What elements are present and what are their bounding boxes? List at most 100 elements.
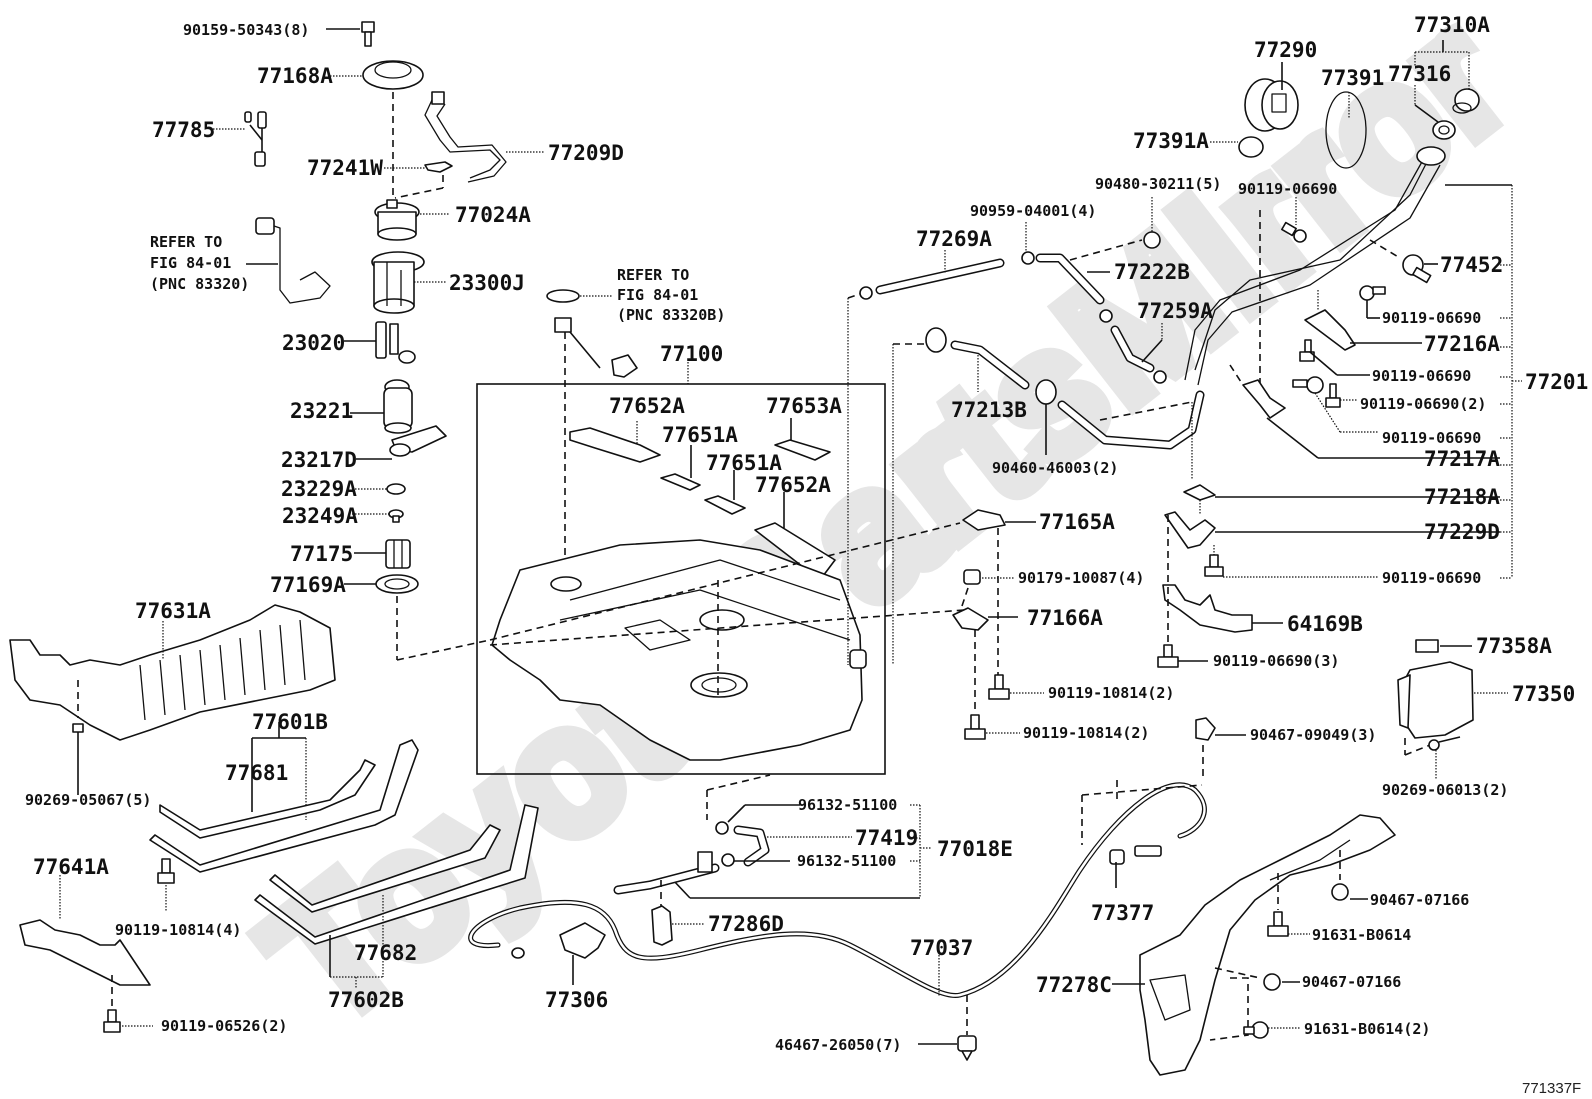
- part-label[interactable]: 77169A: [270, 573, 346, 597]
- part-label[interactable]: 77651A: [706, 451, 782, 475]
- part-label[interactable]: 90480-30211(5): [1095, 175, 1221, 193]
- part-label[interactable]: 77100: [660, 342, 723, 366]
- part-label[interactable]: 23229A: [281, 477, 357, 501]
- part-labels: 90159-50343(8) 77168A 77785 77241W 77209…: [25, 13, 1588, 1054]
- part-label[interactable]: 46467-26050(7): [775, 1036, 901, 1054]
- pad-icon: [569, 427, 661, 463]
- part-label[interactable]: 77168A: [257, 64, 333, 88]
- bolt-icon: [103, 1009, 121, 1033]
- part-label[interactable]: 90467-07166: [1370, 891, 1469, 909]
- part-label[interactable]: 77631A: [135, 599, 211, 623]
- part-label[interactable]: 23217D: [281, 448, 357, 472]
- part-label[interactable]: 77222B: [1114, 260, 1190, 284]
- part-label[interactable]: 77201: [1525, 370, 1588, 394]
- part-label[interactable]: 64169B: [1287, 612, 1363, 636]
- part-label[interactable]: 90460-46003(2): [992, 459, 1118, 477]
- part-label[interactable]: 77350: [1512, 682, 1575, 706]
- part-label[interactable]: 77229D: [1424, 520, 1500, 544]
- part-label[interactable]: 23300J: [449, 271, 525, 295]
- fuel-pump-icon: [383, 379, 413, 434]
- part-label[interactable]: 77310A: [1414, 13, 1490, 37]
- part-label[interactable]: 77175: [290, 542, 353, 566]
- pipe-clamp-icon: [1402, 254, 1432, 284]
- part-label[interactable]: 77306: [545, 988, 608, 1012]
- part-label[interactable]: 90119-06690: [1238, 180, 1337, 198]
- bolt-icon: [988, 674, 1010, 700]
- part-label[interactable]: 77316: [1388, 62, 1451, 86]
- part-label[interactable]: 91631-B0614: [1312, 926, 1411, 944]
- part-label[interactable]: 90119-06690: [1372, 367, 1471, 385]
- part-label[interactable]: 90119-06690: [1382, 429, 1481, 447]
- part-label[interactable]: 77377: [1091, 901, 1154, 925]
- part-label[interactable]: 90119-10814(4): [115, 921, 241, 939]
- part-label[interactable]: 77024A: [455, 203, 531, 227]
- part-label[interactable]: 90269-05067(5): [25, 791, 151, 809]
- part-label[interactable]: 90119-10814(2): [1023, 724, 1149, 742]
- fuel-filter-icon: [374, 199, 420, 241]
- part-label[interactable]: 77601B: [252, 710, 328, 734]
- part-label[interactable]: 77290: [1254, 38, 1317, 62]
- protector-and-bands: [9, 604, 539, 1033]
- part-label[interactable]: 23249A: [282, 504, 358, 528]
- part-label[interactable]: 77213B: [951, 398, 1027, 422]
- part-label[interactable]: 77785: [152, 118, 215, 142]
- screw-icon: [1428, 736, 1461, 751]
- part-label[interactable]: 77166A: [1027, 606, 1103, 630]
- part-label[interactable]: 90119-06690: [1382, 569, 1481, 587]
- part-label[interactable]: 77286D: [708, 912, 784, 936]
- part-label[interactable]: 90119-06690(3): [1213, 652, 1339, 670]
- part-label[interactable]: 77651A: [662, 423, 738, 447]
- part-label[interactable]: 77209D: [548, 141, 624, 165]
- refer-note-line: REFER TO: [617, 266, 689, 284]
- part-label[interactable]: 77681: [225, 761, 288, 785]
- part-label[interactable]: 77241W: [307, 156, 383, 180]
- part-label[interactable]: 77269A: [916, 227, 992, 251]
- part-label[interactable]: 77602B: [328, 988, 404, 1012]
- part-label[interactable]: 90467-07166: [1302, 973, 1401, 991]
- part-label[interactable]: 77419: [855, 826, 918, 850]
- part-label[interactable]: 77641A: [33, 855, 109, 879]
- part-label[interactable]: 77358A: [1476, 634, 1552, 658]
- part-label[interactable]: 77653A: [766, 394, 842, 418]
- tank-band-icon: [254, 804, 539, 945]
- o-ring-icon: [1238, 136, 1264, 158]
- hose-clamp-icon: [721, 853, 735, 867]
- part-label[interactable]: 90467-09049(3): [1250, 726, 1376, 744]
- mount-bracket-icon: [952, 607, 989, 631]
- part-label[interactable]: 77018E: [937, 837, 1013, 861]
- part-label[interactable]: 23020: [282, 331, 345, 355]
- part-label[interactable]: 96132-51100: [798, 796, 897, 814]
- hose-clamp-icon: [1035, 379, 1057, 405]
- part-label[interactable]: 90119-06690(2): [1360, 395, 1486, 413]
- bolt-icon: [361, 21, 375, 47]
- tank-band-icon: [149, 739, 419, 873]
- part-label[interactable]: 77278C: [1036, 973, 1112, 997]
- nut-icon: [963, 569, 981, 585]
- part-label[interactable]: 77218A: [1424, 485, 1500, 509]
- part-label[interactable]: 90159-50343(8): [183, 21, 309, 39]
- part-label[interactable]: 90119-06690: [1382, 309, 1481, 327]
- part-label[interactable]: 96132-51100: [797, 852, 896, 870]
- part-label[interactable]: 77652A: [755, 473, 831, 497]
- bracket-icon: [1183, 484, 1216, 501]
- part-label[interactable]: 77216A: [1424, 332, 1500, 356]
- part-label[interactable]: 77452: [1440, 253, 1503, 277]
- figure-code: 771337F: [1522, 1080, 1581, 1097]
- part-label[interactable]: 77682: [354, 941, 417, 965]
- part-label[interactable]: 77391: [1321, 66, 1384, 90]
- part-label[interactable]: 23221: [290, 399, 353, 423]
- part-label[interactable]: 90119-06526(2): [161, 1017, 287, 1035]
- part-label[interactable]: 90119-10814(2): [1048, 684, 1174, 702]
- cable-clip-icon: [957, 1035, 977, 1061]
- part-label[interactable]: 90269-06013(2): [1382, 781, 1508, 799]
- part-label[interactable]: 77652A: [609, 394, 685, 418]
- part-label[interactable]: 77217A: [1424, 447, 1500, 471]
- part-label[interactable]: 77165A: [1039, 510, 1115, 534]
- part-label[interactable]: 77037: [910, 936, 973, 960]
- part-label[interactable]: 90959-04001(4): [970, 202, 1096, 220]
- part-label[interactable]: 91631-B0614(2): [1304, 1020, 1430, 1038]
- part-label[interactable]: 77391A: [1133, 129, 1209, 153]
- part-label[interactable]: 90179-10087(4): [1018, 569, 1144, 587]
- part-label[interactable]: 77259A: [1137, 299, 1213, 323]
